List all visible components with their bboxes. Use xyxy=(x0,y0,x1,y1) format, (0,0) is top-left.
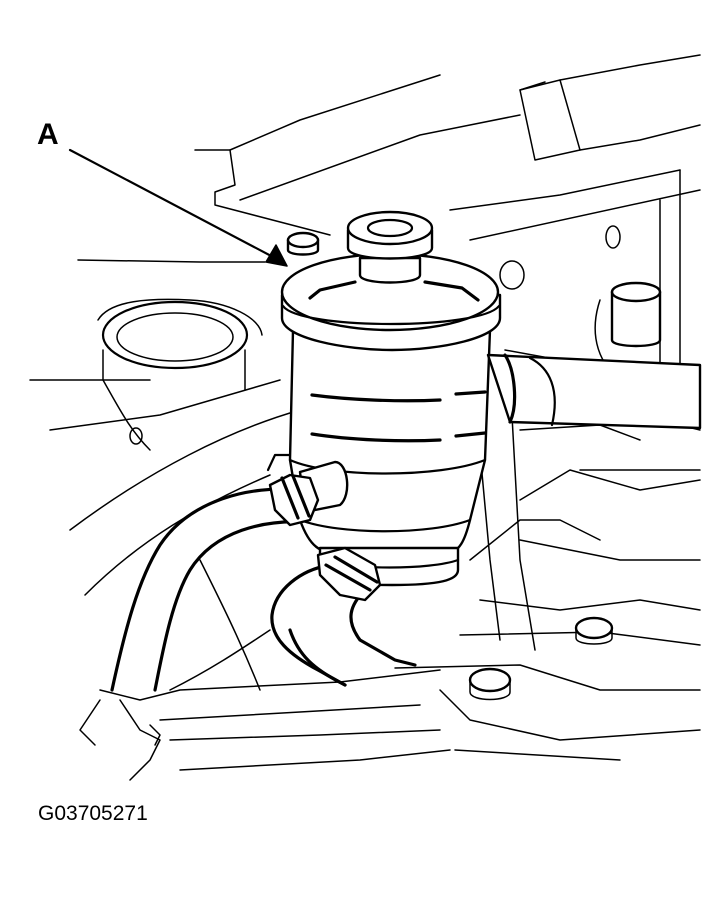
reservoir-tank xyxy=(280,210,502,587)
right-hose xyxy=(486,353,702,430)
engine-bay-background xyxy=(29,54,701,781)
callout-leader xyxy=(68,148,288,267)
hose-clamps xyxy=(268,460,382,602)
callout-label-a: A xyxy=(37,118,59,151)
figure-code: G03705271 xyxy=(38,802,148,825)
